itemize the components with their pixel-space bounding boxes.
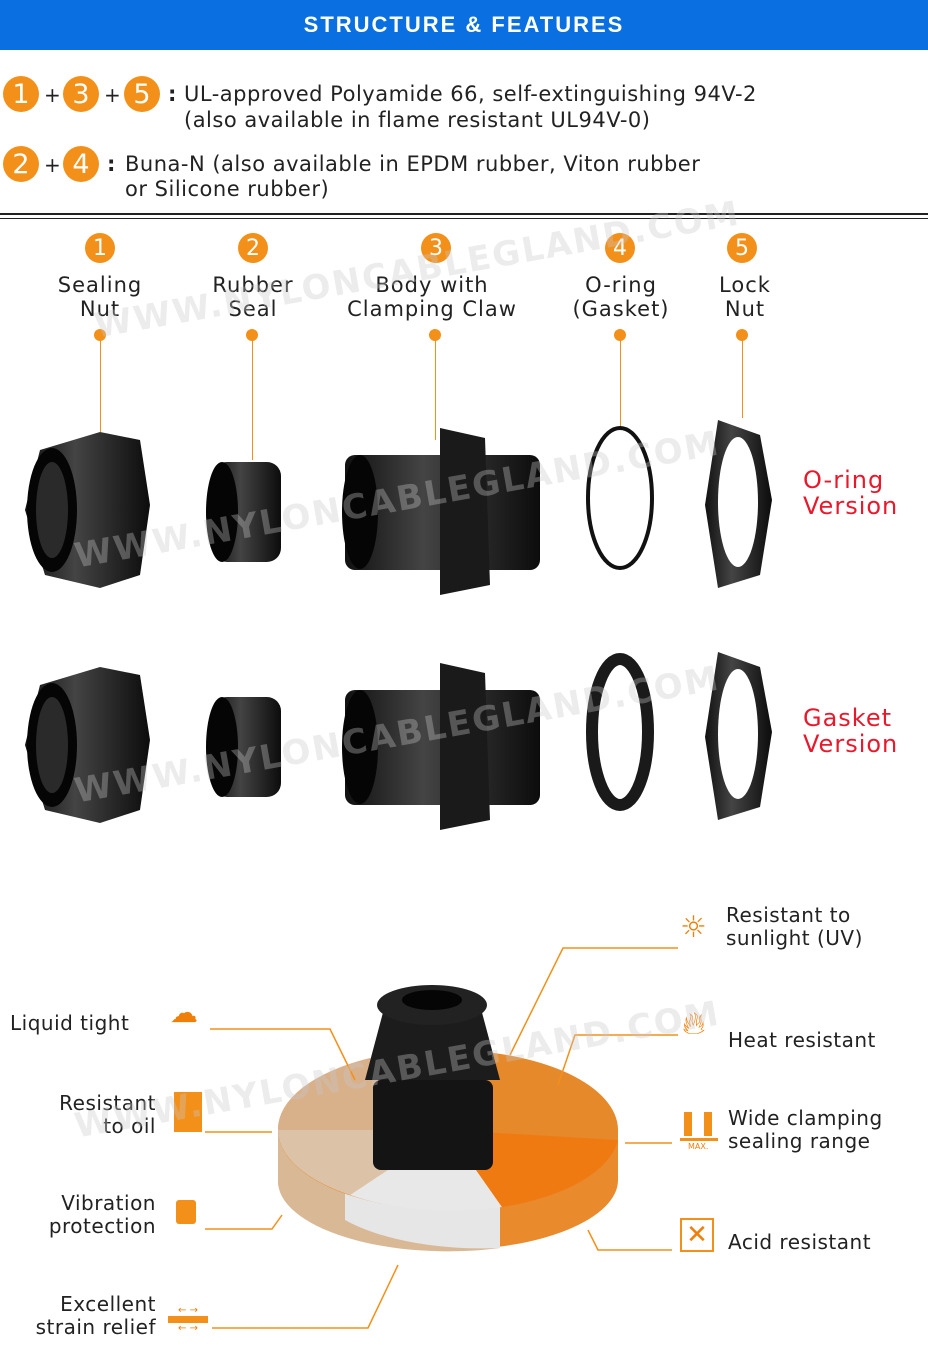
- feature-acid: Acid resistant: [728, 1230, 872, 1254]
- leader-line: [742, 340, 743, 418]
- divider: [0, 218, 928, 219]
- number-badge: 2: [3, 146, 39, 182]
- leader-line: [620, 340, 621, 428]
- part-number: 1: [85, 233, 115, 263]
- leader-dot: [246, 329, 258, 341]
- plus-sign: +: [44, 153, 61, 177]
- leader-dot: [94, 329, 106, 341]
- leader-dot: [736, 329, 748, 341]
- plus-sign: +: [104, 83, 121, 107]
- watermark: WWW.NYLONCABLEGLAND.COM: [91, 193, 744, 347]
- part-number: 2: [238, 233, 268, 263]
- leader-line: [100, 340, 101, 432]
- material-line: UL-approved Polyamide 66, self-extinguis…: [184, 82, 757, 106]
- part-number: 3: [421, 233, 451, 263]
- plus-sign: +: [44, 83, 61, 107]
- water-icon: ☁: [170, 996, 198, 1029]
- material-line: Buna-N (also available in EPDM rubber, V…: [125, 152, 701, 176]
- number-badge: 3: [63, 76, 99, 112]
- sealing-nut-gasket: [25, 667, 150, 823]
- strain-relief-icon: ← →← →: [168, 1305, 208, 1334]
- leader-dot: [429, 329, 441, 341]
- clamp-max-icon: MAX.: [680, 1112, 718, 1152]
- feature-disk: [277, 985, 618, 1252]
- leader-dot: [614, 329, 626, 341]
- oil-barrel-icon: [174, 1092, 202, 1132]
- part-number: 5: [727, 233, 757, 263]
- feature-liquid: Liquid tight: [10, 1011, 130, 1035]
- uv-sun-icon: ☼: [680, 910, 707, 945]
- part-label: O-ring(Gasket): [572, 273, 670, 321]
- feature-leader-lines: [205, 947, 678, 1329]
- colon: :: [168, 82, 177, 106]
- colon: :: [107, 152, 116, 176]
- parts-illustration: [25, 420, 772, 830]
- feature-heat: Heat resistant: [728, 1028, 876, 1052]
- vibration-icon: [176, 1200, 196, 1224]
- leader-line: [435, 340, 436, 440]
- page-title: STRUCTURE & FEATURES: [0, 0, 928, 50]
- leader-line: [252, 340, 253, 460]
- divider: [0, 213, 928, 215]
- part-number: 4: [605, 233, 635, 263]
- number-badge: 1: [3, 76, 39, 112]
- acid-x-icon: ✕: [680, 1218, 714, 1252]
- flame-icon: 🔥︎: [682, 1004, 706, 1042]
- number-badge: 5: [124, 76, 160, 112]
- material-line: (also available in flame resistant UL94V…: [184, 108, 651, 132]
- material-line: or Silicone rubber): [125, 177, 330, 201]
- number-badge: 4: [63, 146, 99, 182]
- sealing-nut-oring: [25, 432, 150, 588]
